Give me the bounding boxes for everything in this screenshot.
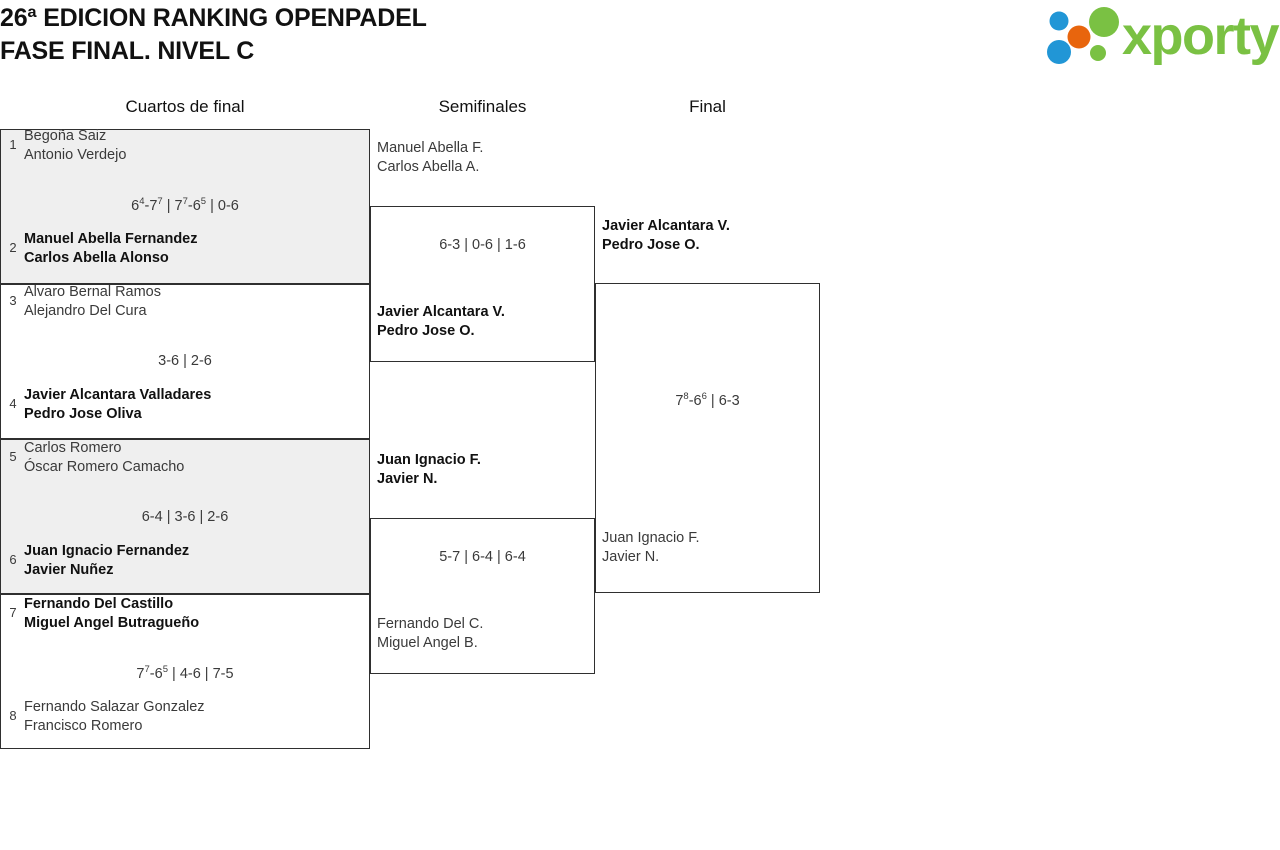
team-names: Juan Ignacio Fernandez Javier Nuñez [24, 542, 189, 579]
player-1: Manuel Abella Fernandez [24, 231, 198, 247]
team-qf-4-bottom[interactable]: 8 Fernando Salazar Gonzalez Francisco Ro… [2, 698, 205, 735]
team-sf-1-bottom[interactable]: Javier Alcantara V. Pedro Jose O. [377, 303, 505, 340]
seed-number: 8 [9, 708, 17, 723]
player-2: Pedro Jose O. [377, 322, 475, 339]
team-names: Juan Ignacio F. Javier N. [377, 451, 481, 488]
player-2: Javier Nuñez [24, 561, 114, 578]
seed-number: 3 [9, 293, 17, 308]
match-box-final[interactable] [595, 283, 820, 593]
title-line-1: 26ª EDICION RANKING OPENPADEL [0, 4, 427, 32]
team-names: Manuel Abella F. Carlos Abella A. [377, 139, 483, 176]
player-1: Fernando Del Castillo [24, 596, 174, 612]
match-box-qf-2[interactable] [0, 284, 370, 439]
player-1: Javier Alcantara V. [602, 218, 730, 234]
player-2: Alejandro Del Cura [24, 302, 147, 319]
tournament-title: 26ª EDICION RANKING OPENPADEL FASE FINAL… [0, 2, 427, 68]
team-names: Javier Alcantara Valladares Pedro Jose O… [24, 386, 211, 423]
team-qf-1-top[interactable]: 1 Begoña Saiz Antonio Verdejo [2, 127, 126, 164]
player-1: Alvaro Bernal Ramos [24, 284, 161, 300]
logo-wordmark: xporty [1122, 6, 1280, 66]
team-names: Javier Alcantara V. Pedro Jose O. [602, 217, 730, 254]
player-1: Javier Alcantara V. [377, 304, 505, 320]
team-qf-3-top[interactable]: 5 Carlos Romero Óscar Romero Camacho [2, 439, 184, 476]
player-1: Manuel Abella F. [377, 140, 484, 156]
player-2: Miguel Angel B. [377, 634, 478, 651]
round-header-quarterfinals: Cuartos de final [125, 97, 245, 116]
player-1: Carlos Romero [24, 440, 122, 456]
player-2: Francisco Romero [24, 717, 143, 734]
team-final-bottom[interactable]: Juan Ignacio F. Javier N. [602, 529, 700, 566]
team-sf-1-top[interactable]: Manuel Abella F. Carlos Abella A. [377, 139, 483, 176]
player-2: Carlos Abella Alonso [24, 249, 169, 266]
match-box-sf-1[interactable] [370, 206, 595, 362]
seed-number: 7 [9, 605, 17, 620]
seed-number: 5 [9, 449, 17, 464]
score-qf-2: 3-6 | 2-6 [158, 353, 212, 369]
player-1: Javier Alcantara Valladares [24, 387, 212, 403]
team-sf-2-top[interactable]: Juan Ignacio F. Javier N. [377, 451, 481, 488]
player-2: Javier N. [602, 548, 660, 565]
player-1: Fernando Salazar Gonzalez [24, 699, 205, 715]
seed-number: 2 [9, 240, 17, 255]
round-header-final: Final [689, 97, 726, 116]
team-names: Alvaro Bernal Ramos Alejandro Del Cura [24, 283, 161, 320]
player-2: Óscar Romero Camacho [24, 458, 185, 475]
seed-number: 6 [9, 552, 17, 567]
player-1: Juan Ignacio F. [602, 530, 700, 546]
xporty-logo[interactable]: xporty [1046, 6, 1280, 68]
player-2: Pedro Jose O. [602, 236, 700, 253]
player-2: Pedro Jose Oliva [24, 405, 142, 422]
team-names: Fernando Salazar Gonzalez Francisco Rome… [24, 698, 205, 735]
player-2: Carlos Abella A. [377, 158, 480, 175]
player-1: Fernando Del C. [377, 616, 484, 632]
player-2: Antonio Verdejo [24, 146, 127, 163]
score-qf-3: 6-4 | 3-6 | 2-6 [141, 509, 229, 525]
team-qf-2-bottom[interactable]: 4 Javier Alcantara Valladares Pedro Jose… [2, 386, 211, 423]
player-2: Miguel Angel Butragueño [24, 614, 200, 631]
score-qf-1: 64-77 | 77-65 | 0-6 [131, 196, 239, 214]
player-1: Juan Ignacio F. [377, 452, 481, 468]
round-header-semifinals: Semifinales [438, 97, 527, 116]
team-names: Juan Ignacio F. Javier N. [602, 529, 700, 566]
player-2: Javier N. [377, 470, 438, 487]
player-1: Begoña Saiz [24, 128, 107, 144]
match-box-qf-1[interactable] [0, 129, 370, 284]
team-names: Fernando Del C. Miguel Angel B. [377, 615, 483, 652]
score-sf-1: 6-3 | 0-6 | 1-6 [439, 237, 526, 253]
match-box-qf-4[interactable] [0, 594, 370, 749]
team-qf-2-top[interactable]: 3 Alvaro Bernal Ramos Alejandro Del Cura [2, 283, 161, 320]
team-names: Javier Alcantara V. Pedro Jose O. [377, 303, 505, 340]
player-1: Juan Ignacio Fernandez [24, 543, 190, 559]
seed-number: 4 [9, 396, 17, 411]
title-line-2: FASE FINAL. NIVEL C [0, 37, 255, 65]
team-sf-2-bottom[interactable]: Fernando Del C. Miguel Angel B. [377, 615, 483, 652]
team-qf-3-bottom[interactable]: 6 Juan Ignacio Fernandez Javier Nuñez [2, 542, 189, 579]
logo-dots-icon [1047, 7, 1119, 64]
team-names: Fernando Del Castillo Miguel Angel Butra… [24, 595, 199, 632]
team-qf-4-top[interactable]: 7 Fernando Del Castillo Miguel Angel But… [2, 595, 199, 632]
score-sf-2: 5-7 | 6-4 | 6-4 [439, 549, 526, 565]
team-names: Carlos Romero Óscar Romero Camacho [24, 439, 184, 476]
match-box-sf-2[interactable] [370, 518, 595, 674]
score-final: 78-66 | 6-3 [675, 391, 740, 409]
team-qf-1-bottom[interactable]: 2 Manuel Abella Fernandez Carlos Abella … [2, 230, 198, 267]
seed-number: 1 [9, 137, 17, 152]
team-names: Begoña Saiz Antonio Verdejo [24, 127, 126, 164]
team-final-top[interactable]: Javier Alcantara V. Pedro Jose O. [602, 217, 730, 254]
score-qf-4: 77-65 | 4-6 | 7-5 [136, 664, 234, 682]
team-names: Manuel Abella Fernandez Carlos Abella Al… [24, 230, 198, 267]
match-box-qf-3[interactable] [0, 439, 370, 594]
